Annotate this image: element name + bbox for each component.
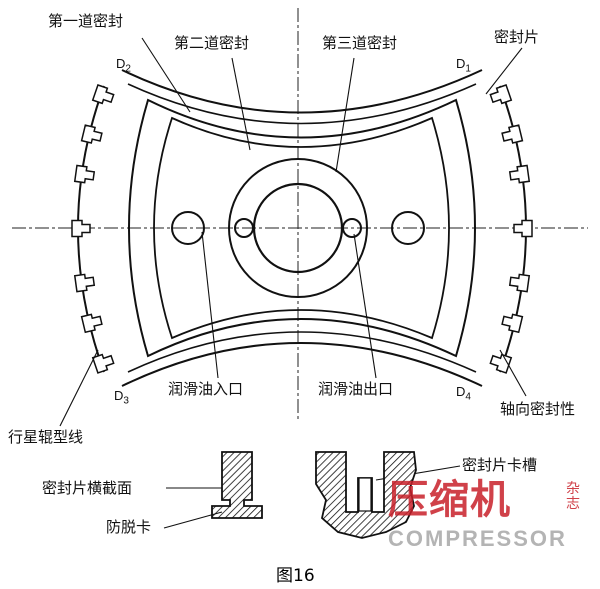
watermark-side-text: 杂志 [566,481,580,512]
seal-piece-left-2 [80,124,103,144]
label-seal-slot: 密封片卡槽 [462,456,538,474]
leader-first-seal [141,37,191,113]
seal-slot-insert [358,477,372,512]
first-seal-band-inner [127,83,477,125]
inner-port-right [342,218,362,238]
seal-piece-right-5 [508,273,531,293]
label-second-seal: 第二道密封 [174,34,250,52]
inner-port-left [234,218,254,238]
leader-axial-seal [499,349,527,397]
lube-outlet-port [391,211,425,245]
seal-pieces [71,84,533,374]
label-seal-piece: 密封片 [494,28,540,46]
leader-third-seal [335,57,355,173]
seal-piece-left-3 [73,164,96,184]
seal-cross-section-shape [211,451,263,519]
label-planet-profile: 行星辊型线 [8,428,84,446]
corner-d2: D2 [116,56,131,75]
seal-piece-left-6 [80,313,103,334]
seal-slot-detail [315,451,417,539]
seal-piece-left-4 [71,219,91,238]
central-hub [171,158,425,298]
leader-second-seal [231,57,251,151]
seal-cross-section-detail [163,451,263,529]
first-seal-band-outer [121,69,483,114]
seal-piece-right-3 [508,164,531,184]
lube-inlet-port [171,211,205,245]
label-third-seal: 第三道密封 [322,34,398,52]
label-anti-release-clip: 防脱卡 [106,518,152,536]
bottom-band-inner [127,331,477,373]
leader-lube-out [353,233,377,379]
corner-d4: D4 [456,384,471,403]
corner-d1: D1 [456,56,471,75]
leader-anti-release [163,511,223,529]
corner-d3: D3 [114,388,129,407]
label-seal-cross-section: 密封片横截面 [42,479,133,497]
leader-seal-piece [485,47,523,95]
center-lines [12,8,588,420]
watermark-english: COMPRESSOR [388,526,567,551]
seal-piece-right-6 [501,313,524,334]
seal-piece-right-7 [489,353,513,374]
second-seal-line [153,116,450,340]
label-first-seal: 第一道密封 [48,12,124,30]
third-seal-ring [228,158,368,298]
bottom-band-outer [121,342,483,387]
label-axial-seal: 轴向密封性 [500,400,576,418]
label-lube-outlet: 润滑油出口 [318,380,394,398]
leader-planet-profile [59,349,99,427]
leader-lube-in [201,231,219,379]
figure-caption: 图16 [276,566,315,586]
seal-piece-right-4 [513,219,533,238]
label-lube-inlet: 润滑油入口 [168,380,244,398]
leader-lines [59,37,527,481]
seal-piece-right-2 [501,124,524,144]
inner-face-outline [128,98,476,358]
seal-piece-right-1 [489,84,513,105]
seal-piece-left-5 [73,273,96,293]
watermark-logo-text: 压缩机 [388,477,511,523]
seal-piece-left-7 [91,353,115,374]
seal-piece-left-1 [91,84,115,105]
